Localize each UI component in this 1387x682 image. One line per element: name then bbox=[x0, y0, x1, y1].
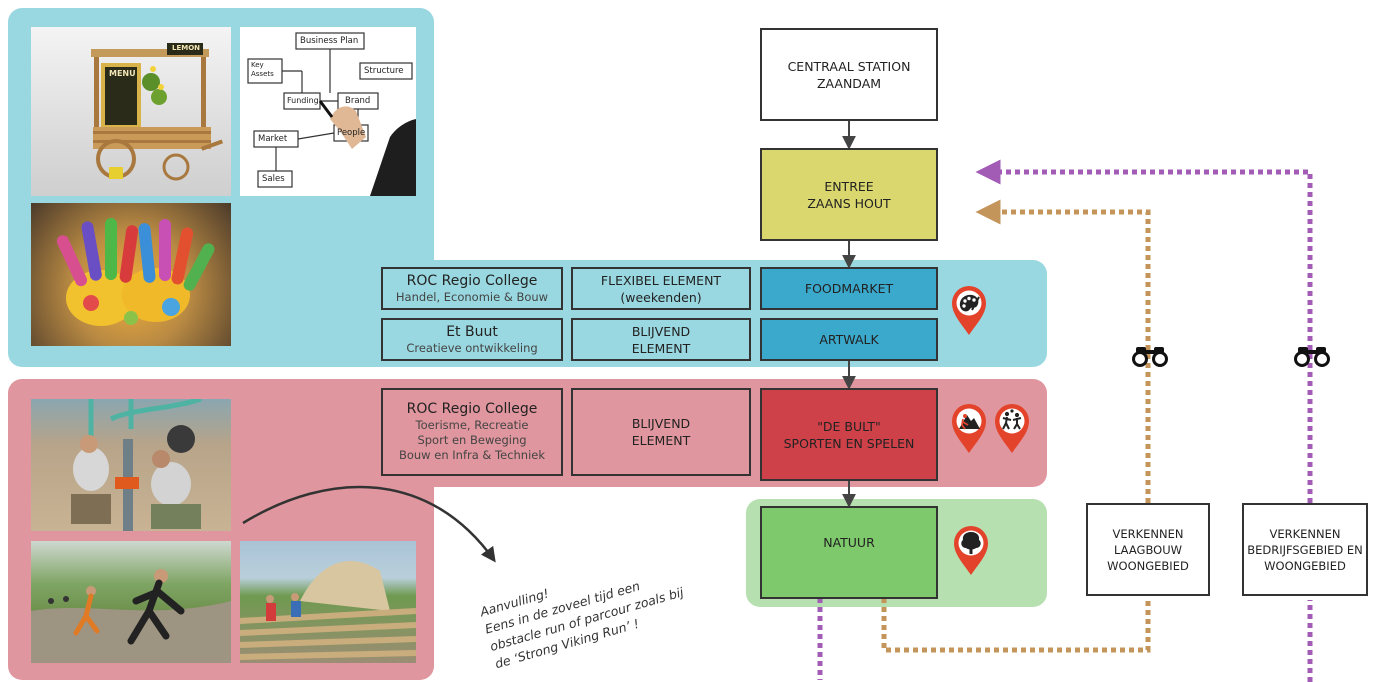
playing-children-icon bbox=[993, 402, 1031, 454]
bedrijf-line3: WOONGEBIED bbox=[1264, 558, 1346, 573]
bp-business-plan: Business Plan bbox=[300, 36, 359, 46]
laagbouw-line3: WOONGEBIED bbox=[1107, 558, 1189, 573]
bp-market: Market bbox=[258, 134, 288, 144]
natuur-box: NATUUR bbox=[760, 506, 938, 599]
roc-sport-title: ROC Regio College bbox=[406, 401, 538, 417]
laagbouw-line1: VERKENNEN bbox=[1112, 526, 1184, 541]
et-buut-box: Et Buut Creatieve ontwikkeling bbox=[381, 318, 563, 361]
binoculars-icon bbox=[1292, 345, 1332, 367]
laagbouw-box: VERKENNEN LAAGBOUW WOONGEBIED bbox=[1086, 503, 1210, 596]
roc-sport-sub1: Toerisme, Recreatie bbox=[415, 418, 529, 432]
tree-icon bbox=[952, 524, 990, 576]
hiking-icon bbox=[950, 402, 988, 454]
station-line2: ZAANDAM bbox=[816, 75, 882, 91]
et-buut-title: Et Buut bbox=[446, 323, 498, 340]
bp-sales: Sales bbox=[262, 174, 285, 184]
painted-hands-photo bbox=[31, 203, 231, 346]
business-plan-photo: Business Plan Key Assets Structure Fundi… bbox=[240, 27, 416, 196]
bedrijfsgebied-box: VERKENNEN BEDRIJFSGEBIED EN WOONGEBIED bbox=[1242, 503, 1368, 596]
roc-sport-box: ROC Regio College Toerisme, Recreatie Sp… bbox=[381, 388, 563, 476]
entree-line2: ZAANS HOUT bbox=[807, 195, 891, 211]
construction-photo bbox=[31, 399, 231, 531]
bedrijf-line1: VERKENNEN bbox=[1269, 526, 1341, 541]
entree-box: ENTREE ZAANS HOUT bbox=[760, 148, 938, 241]
roc-sport-sub2: Sport en Beweging bbox=[417, 433, 527, 447]
et-buut-sub: Creatieve ontwikkeling bbox=[406, 340, 538, 355]
entree-line1: ENTREE bbox=[824, 178, 874, 194]
obstacle-run-photo bbox=[31, 541, 231, 663]
menu-sign-text: MENU bbox=[109, 69, 136, 78]
bp-people: People bbox=[337, 128, 366, 138]
roc-handel-box: ROC Regio College Handel, Economie & Bou… bbox=[381, 267, 563, 310]
bp-key-assets: Key Assets bbox=[251, 61, 274, 78]
bp-brand: Brand bbox=[345, 96, 371, 106]
flexibel-element-box: FLEXIBEL ELEMENT (weekenden) bbox=[571, 267, 751, 310]
annotation-arrow bbox=[242, 485, 496, 563]
bult-box: "DE BULT" SPORTEN EN SPELEN bbox=[760, 388, 938, 481]
laagbouw-line2: LAAGBOUW bbox=[1114, 542, 1182, 557]
foodmarket-label: FOODMARKET bbox=[804, 281, 894, 296]
blijvend1-line2: ELEMENT bbox=[631, 340, 691, 356]
wooden-ramp-photo bbox=[240, 541, 416, 663]
flexibel-line1: FLEXIBEL ELEMENT bbox=[600, 272, 722, 288]
bult-line2: SPORTEN EN SPELEN bbox=[783, 435, 915, 451]
blijvend1-line1: BLIJVEND bbox=[631, 323, 691, 339]
blijvend-element-box-2: BLIJVEND ELEMENT bbox=[571, 388, 751, 476]
lemon-cart-photo: MENU LEMON bbox=[31, 27, 231, 196]
blijvend2-line1: BLIJVEND bbox=[631, 416, 691, 431]
station-line1: CENTRAAL STATION bbox=[787, 58, 911, 74]
natuur-label: NATUUR bbox=[823, 535, 875, 550]
purple-route bbox=[817, 172, 1313, 682]
bult-line1: "DE BULT" bbox=[817, 418, 881, 434]
lemon-sign-text: LEMON bbox=[172, 44, 201, 52]
flexibel-line2: (weekenden) bbox=[620, 289, 702, 305]
tan-route bbox=[881, 212, 1151, 653]
blijvend-element-box-1: BLIJVEND ELEMENT bbox=[571, 318, 751, 361]
foodmarket-box: FOODMARKET bbox=[760, 267, 938, 310]
bp-structure: Structure bbox=[364, 66, 404, 76]
artwalk-label: ARTWALK bbox=[819, 332, 879, 347]
binoculars-icon bbox=[1130, 345, 1170, 367]
artwalk-box: ARTWALK bbox=[760, 318, 938, 361]
bedrijf-line2: BEDRIJFSGEBIED EN bbox=[1247, 542, 1363, 557]
station-box: CENTRAAL STATION ZAANDAM bbox=[760, 28, 938, 121]
roc-handel-title: ROC Regio College bbox=[406, 272, 538, 289]
roc-sport-sub3: Bouw en Infra & Techniek bbox=[398, 448, 546, 462]
blijvend2-line2: ELEMENT bbox=[631, 433, 691, 448]
bp-funding: Funding bbox=[287, 96, 319, 105]
roc-handel-sub: Handel, Economie & Bouw bbox=[395, 289, 549, 304]
palette-icon bbox=[950, 284, 988, 336]
